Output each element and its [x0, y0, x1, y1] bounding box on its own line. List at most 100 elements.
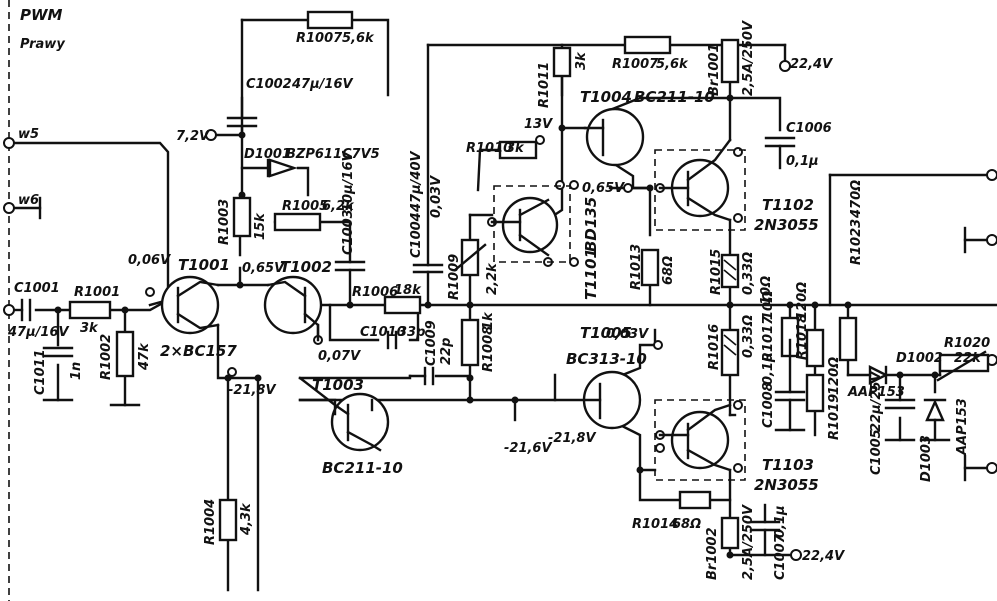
br1001-value: 2,5A/250V	[741, 20, 756, 96]
c1001-ref: C1001	[14, 281, 60, 296]
t1101-type: BD135	[582, 197, 600, 252]
t1103-heatsink-box	[654, 399, 746, 481]
r1018-ref: R1018	[795, 314, 810, 360]
pot-r1009-arrow	[453, 243, 487, 272]
voltage-7v2: 7,2V	[176, 129, 210, 144]
r1013-ref: R1013	[629, 244, 644, 290]
c1009-ref: C1009	[424, 320, 439, 366]
c1002-ref: C1002	[246, 77, 292, 92]
t1103-ref: T1103	[762, 456, 814, 474]
r1014-ref: R1014	[632, 517, 678, 532]
voltage-13v: 13V	[524, 117, 553, 132]
d1003-ref: D1003	[919, 435, 934, 482]
voltage-007: 0,07V	[318, 349, 361, 364]
r1010-ref: R1010	[466, 141, 512, 156]
r1016-value: 0,33Ω	[741, 315, 756, 358]
transistor-t1103	[658, 403, 732, 472]
r1017-ref: R1017	[761, 315, 776, 362]
t1005-ref: T1005	[580, 324, 632, 342]
r1003-ref: R1003	[217, 199, 232, 245]
transistor-t1001	[160, 275, 220, 335]
t1004-ref: T1004	[580, 88, 632, 106]
r1007a-ref: R1007	[296, 31, 343, 46]
r1010-value: 3k	[506, 141, 525, 156]
transistor-t1004	[583, 107, 645, 167]
c1010-ref: C1010	[360, 325, 406, 340]
r1009-ref: R1009	[447, 254, 462, 300]
diodes	[266, 158, 947, 422]
c1010-value: 33p	[398, 325, 425, 340]
voltage-003: 0,03V	[429, 175, 444, 218]
t1102-type: 2N3055	[754, 216, 819, 234]
transistor-t1005	[553, 370, 642, 430]
r1011-ref: R1011	[537, 62, 552, 108]
header-title: PWM	[20, 6, 63, 24]
r1006-value: 18k	[394, 283, 422, 298]
r1020-value: 22k	[954, 351, 982, 366]
r1007b-value: 5,6k	[656, 57, 689, 72]
r1006-ref: R1006	[352, 285, 398, 300]
pair-note: 2×BC157	[160, 342, 237, 360]
c1003-value: 10μ/16V	[341, 151, 356, 212]
c1001-value: 47μ/16V	[7, 325, 69, 340]
voltage-plus22b: 22,4V	[802, 549, 845, 564]
transistor-t1002	[263, 275, 323, 342]
transistor-t1101	[490, 196, 559, 257]
capacitor-plates	[20, 260, 916, 410]
t1001-ref: T1001	[178, 256, 230, 274]
r1015-value: 0,33Ω	[741, 252, 756, 295]
c1004-value: 47μ/40V	[409, 151, 424, 213]
transistor-t1003	[298, 376, 390, 452]
r1007b-ref: R1007	[612, 57, 659, 72]
r1020-ref: R1020	[944, 336, 990, 351]
t1002-ref: T1002	[280, 258, 332, 276]
r1015-value2: 10Ω	[759, 276, 774, 305]
r1016-ref: R1016	[707, 324, 722, 370]
voltage-006: 0,06V	[128, 253, 171, 268]
c1003-ref: C1003	[341, 209, 356, 255]
d1001-ref: D1001	[244, 147, 291, 162]
fuse-hatch	[723, 259, 737, 356]
c1005-value: 22μ/25V	[869, 371, 884, 432]
t1005-type: BC313-10	[566, 350, 647, 368]
r1013-value: 68Ω	[661, 256, 676, 285]
voltage-003b: 0,03V	[606, 327, 649, 342]
t1103-type: 2N3055	[754, 476, 819, 494]
voltage-plus22: 22,4V	[790, 57, 833, 72]
t1003-ref: T1003	[312, 376, 364, 394]
c1008-ref: C1008	[761, 382, 776, 428]
r1001-value: 3k	[80, 321, 99, 336]
r1018-value: 120Ω	[795, 282, 810, 320]
c1011-ref: C1011	[33, 349, 48, 395]
r1004-value: 4,3k	[239, 502, 254, 536]
r1014-value: 68Ω	[672, 517, 701, 532]
t1003-type: BC211-10	[322, 459, 403, 477]
d1003-type: AAP153	[955, 398, 970, 456]
junction-dots	[54, 94, 939, 559]
terminal-w5-label: w5	[18, 127, 39, 142]
d1002-ref: D1002	[896, 351, 943, 366]
r1003-value: 15k	[253, 212, 268, 240]
r1017-value: 10Ω	[761, 291, 776, 320]
r1019-ref: R1019	[827, 394, 842, 440]
t1101-heatsink-box	[493, 185, 571, 263]
r1005-value: 6,2k	[322, 199, 355, 214]
c1006-value: 0,1μ	[786, 154, 819, 169]
resistor-bodies	[68, 10, 990, 550]
br1002-ref: Br1002	[705, 527, 720, 580]
r1019-value: 120Ω	[827, 357, 842, 395]
c1002-value: 47μ/16V	[291, 77, 353, 92]
c1007-value: 0,1μ	[773, 505, 788, 538]
voltage-065b: 0,65V	[242, 261, 285, 276]
d1002-type: AAP153	[847, 385, 905, 400]
c1011-value: 1n	[69, 362, 84, 380]
c1008-value: 0,1μ	[761, 352, 776, 385]
voltage-m218b: -21,8V	[548, 431, 596, 446]
c1006-ref: C1006	[786, 121, 832, 136]
header-subtitle: Prawy	[20, 37, 65, 52]
c1004-ref: C1004	[409, 212, 424, 258]
br1002-value: 2,5A/250V	[741, 504, 756, 580]
r1007a-value: 5,6k	[342, 31, 375, 46]
